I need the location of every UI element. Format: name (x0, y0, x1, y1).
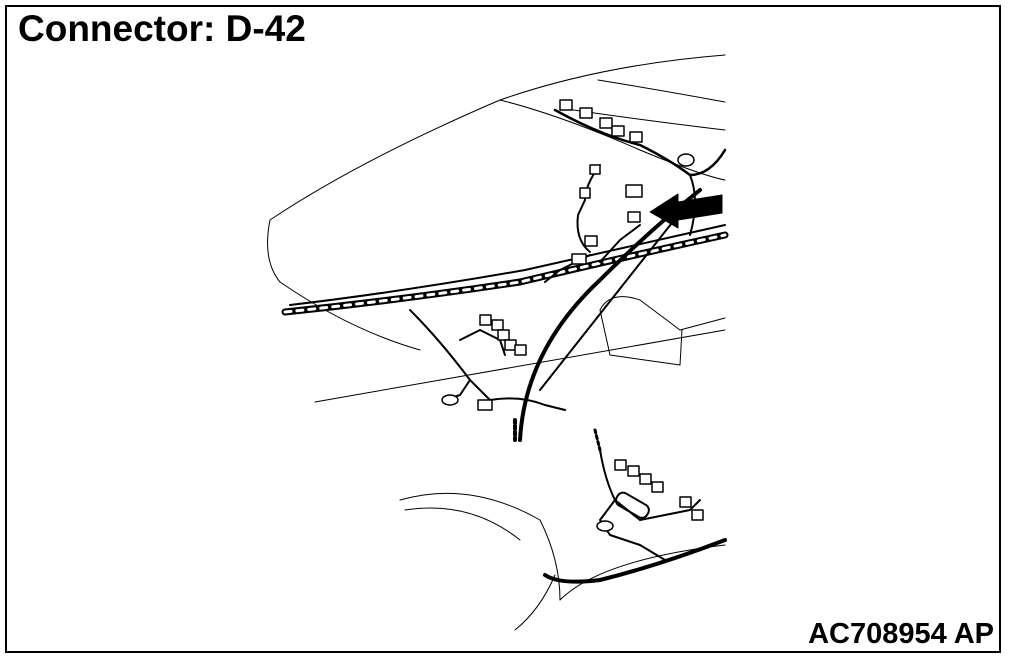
figure-code: AC708954 AP (808, 618, 994, 650)
wiring-harness (281, 108, 729, 584)
connector (441, 99, 704, 532)
pointer-arrow (649, 193, 723, 229)
connector-title: Connector: D-42 (18, 8, 306, 49)
car-body-outline (267, 54, 726, 631)
